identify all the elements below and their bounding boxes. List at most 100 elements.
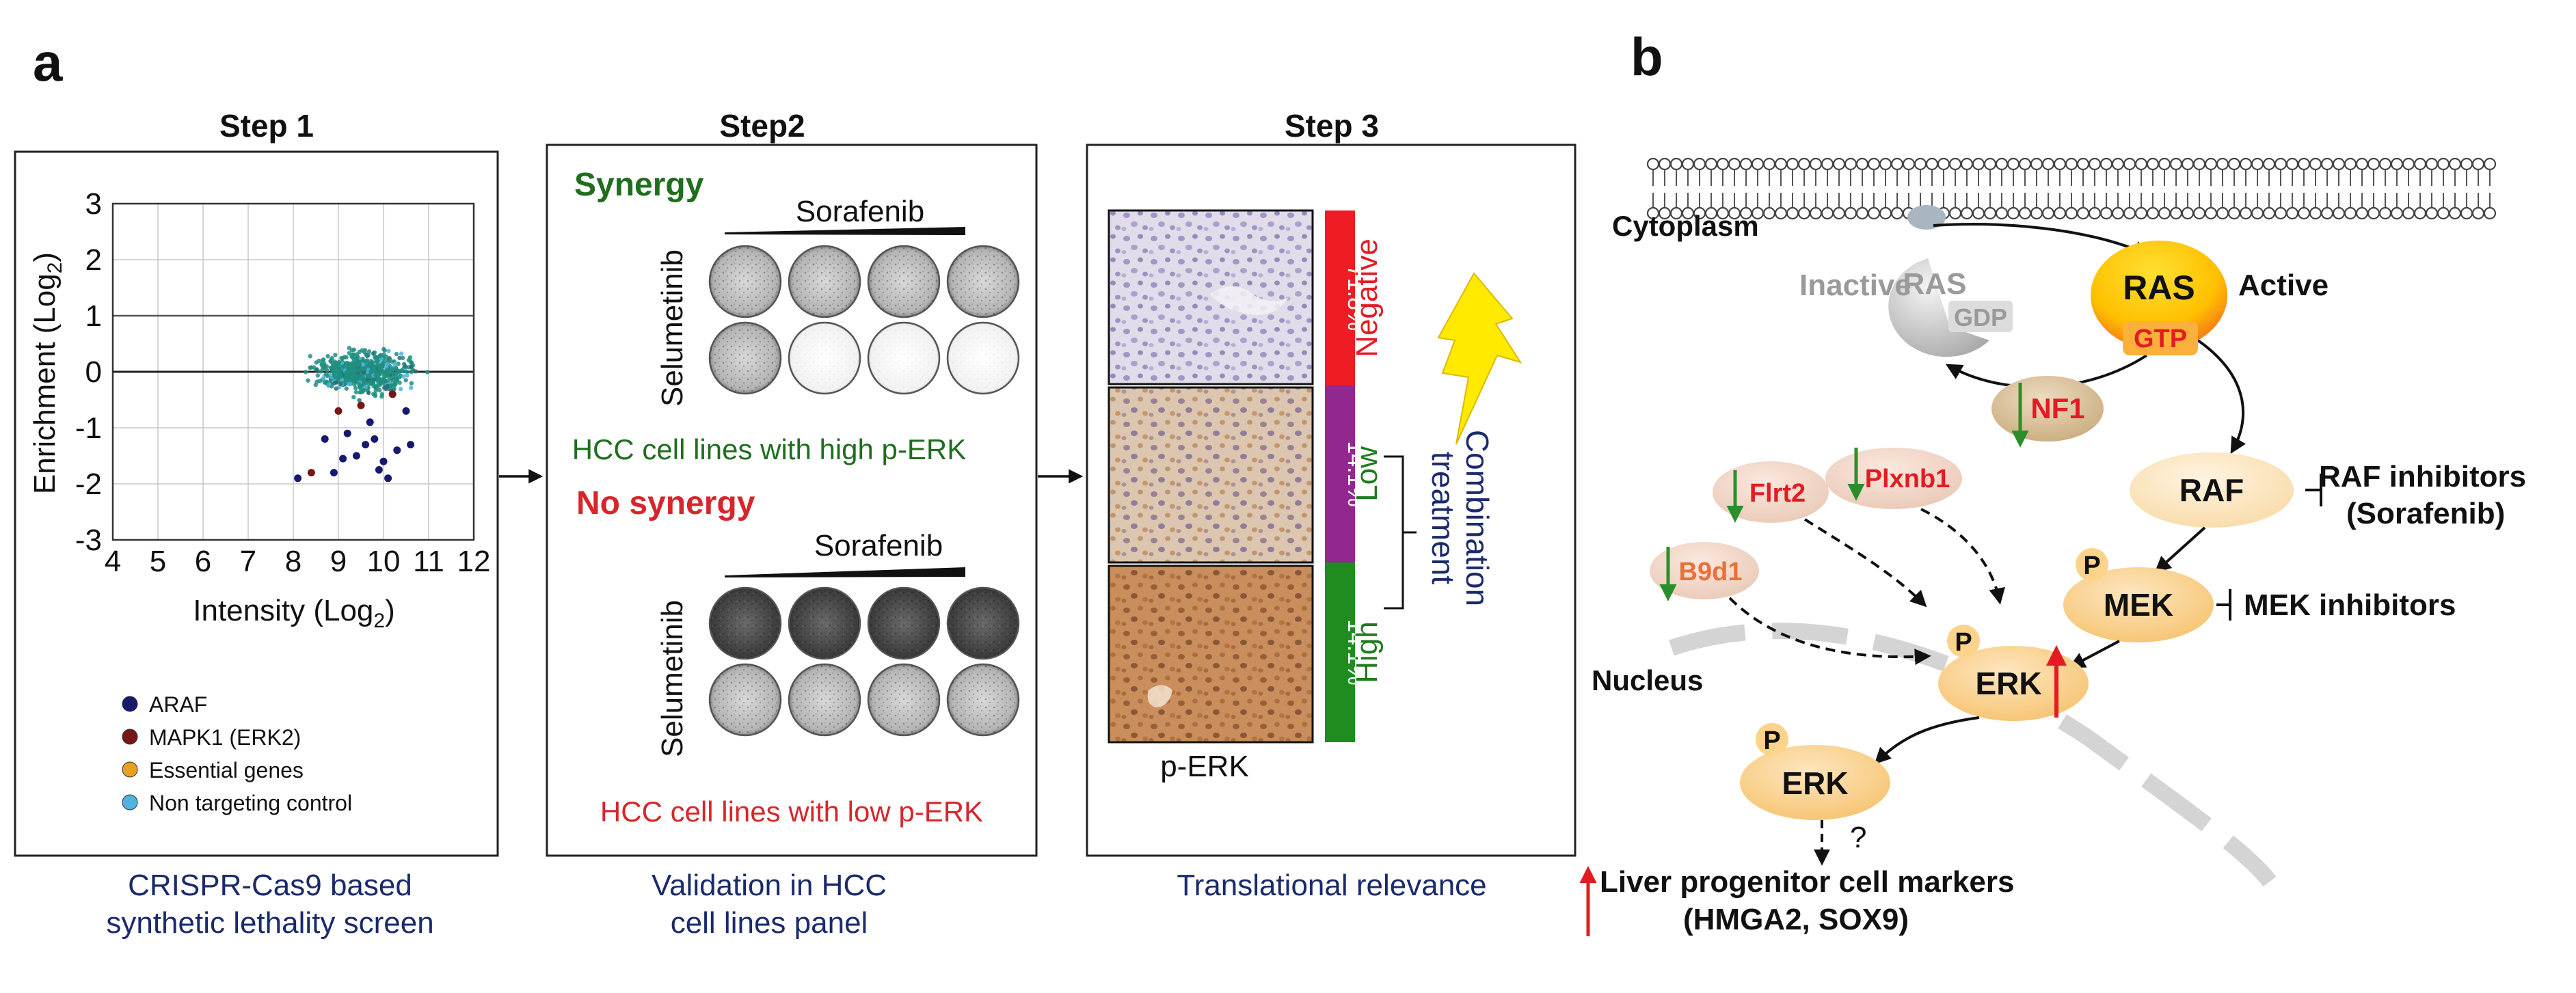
cloud-point (400, 355, 405, 360)
series-points (294, 390, 415, 482)
lipid-head (1855, 206, 1869, 220)
lipid-head (1809, 206, 1823, 220)
ihc-high (1108, 564, 1314, 744)
cloud-point (392, 380, 397, 385)
cloud-point (351, 347, 357, 352)
lipid-head (2041, 206, 2055, 220)
y-tick-label: -1 (75, 411, 102, 445)
ihc-bar-label: Negative (1350, 239, 1384, 357)
y-tick-label: -2 (75, 467, 102, 501)
lipid-head (1937, 157, 1950, 171)
lipid-head (2460, 157, 2473, 171)
cloud-point (392, 362, 397, 367)
cloud-point (362, 366, 366, 371)
x-tick-label: 8 (285, 545, 301, 578)
cloud-point (409, 381, 414, 385)
cloud-point (312, 365, 317, 370)
lipid-head (2413, 157, 2427, 171)
lipid-head (1972, 157, 1985, 171)
cloud-point (347, 346, 351, 351)
lipid-head (2204, 206, 2218, 220)
combination-label-2: treatment (1425, 452, 1461, 585)
lipid-head (2134, 157, 2148, 171)
liver-markers-2: (HMGA2, SOX9) (1683, 903, 1909, 936)
lipid-head (1751, 157, 1765, 171)
cloud-point (373, 384, 378, 390)
cloud-point (387, 357, 392, 362)
gdp-tab (1948, 301, 2013, 332)
lipid-head (2471, 157, 2485, 171)
cloud-point (409, 364, 414, 369)
cloud-point (383, 371, 388, 376)
cloud-point (336, 359, 342, 364)
lipid-head (2123, 206, 2136, 220)
cloud-point (369, 368, 374, 373)
legend-label: ARAF (149, 692, 207, 717)
lipid-head (2378, 206, 2392, 220)
cloud-point (332, 364, 337, 369)
lipid-head (1972, 206, 1985, 220)
data-point (366, 418, 374, 426)
cloud-point (357, 359, 362, 365)
cloud-point (392, 386, 397, 391)
lipid-head (1925, 157, 1939, 171)
lipid-head (1832, 157, 1846, 171)
lipid-head (1821, 206, 1834, 220)
cloud-point (351, 394, 356, 400)
lipid-head (2460, 206, 2473, 220)
data-point (352, 452, 360, 460)
lipid-head (2227, 206, 2241, 220)
cloud-point (425, 370, 430, 375)
cloud-point (379, 392, 385, 397)
x-tick-label: 7 (240, 545, 256, 578)
raf-label: RAF (2179, 472, 2244, 508)
cloud-point (364, 358, 370, 363)
lipid-head (2076, 206, 2090, 220)
lipid-head (2425, 157, 2439, 171)
lipid-head (2390, 157, 2404, 171)
cloud-point (403, 378, 408, 383)
flrt2-to-erk-arrow (1803, 518, 1927, 608)
lipid-head (2437, 206, 2450, 220)
lipid-head (1704, 157, 1718, 171)
cloud-point (362, 370, 366, 375)
data-point (402, 407, 410, 415)
lipid-head (1914, 157, 1927, 171)
cloud-point (349, 369, 354, 374)
lipid-head (2007, 157, 2020, 171)
cloud-point (409, 385, 414, 390)
cloud-point (340, 356, 345, 361)
lipid-head (1844, 206, 1857, 220)
erk-to-nuclear-erk-arrow (1874, 716, 1980, 765)
b9d1-node (1650, 542, 1759, 599)
x-tick-label: 6 (195, 545, 211, 578)
membrane-anchor (1907, 205, 1946, 230)
cloud-point (366, 364, 371, 368)
lipid-head (2251, 206, 2264, 220)
cloud-point (303, 370, 308, 375)
lipid-head (2239, 206, 2253, 220)
cloud-point (347, 382, 351, 387)
well-texture (868, 588, 939, 659)
lipid-head (2099, 206, 2113, 220)
lipid-head (2158, 206, 2171, 220)
question-mark: ? (1850, 821, 1866, 854)
cloud-point (338, 381, 343, 386)
liver-markers-1: Liver progenitor cell markers (1600, 865, 2014, 899)
mek-node (2063, 567, 2214, 642)
cloud-point (333, 353, 338, 357)
lipid-head (1832, 206, 1846, 220)
plxnb1-label: Plxnb1 (1865, 465, 1950, 493)
lipid-head (2099, 157, 2113, 171)
ihc-bar-percent: 71.8% (1343, 265, 1369, 331)
cloud-point (318, 369, 323, 374)
data-point (407, 441, 415, 449)
lipid-head (2402, 157, 2415, 171)
cloud-point (373, 370, 379, 375)
cloud-point (358, 390, 362, 395)
data-point (330, 469, 338, 477)
lipid-head (1879, 206, 1892, 220)
lipid-head (2146, 206, 2160, 220)
